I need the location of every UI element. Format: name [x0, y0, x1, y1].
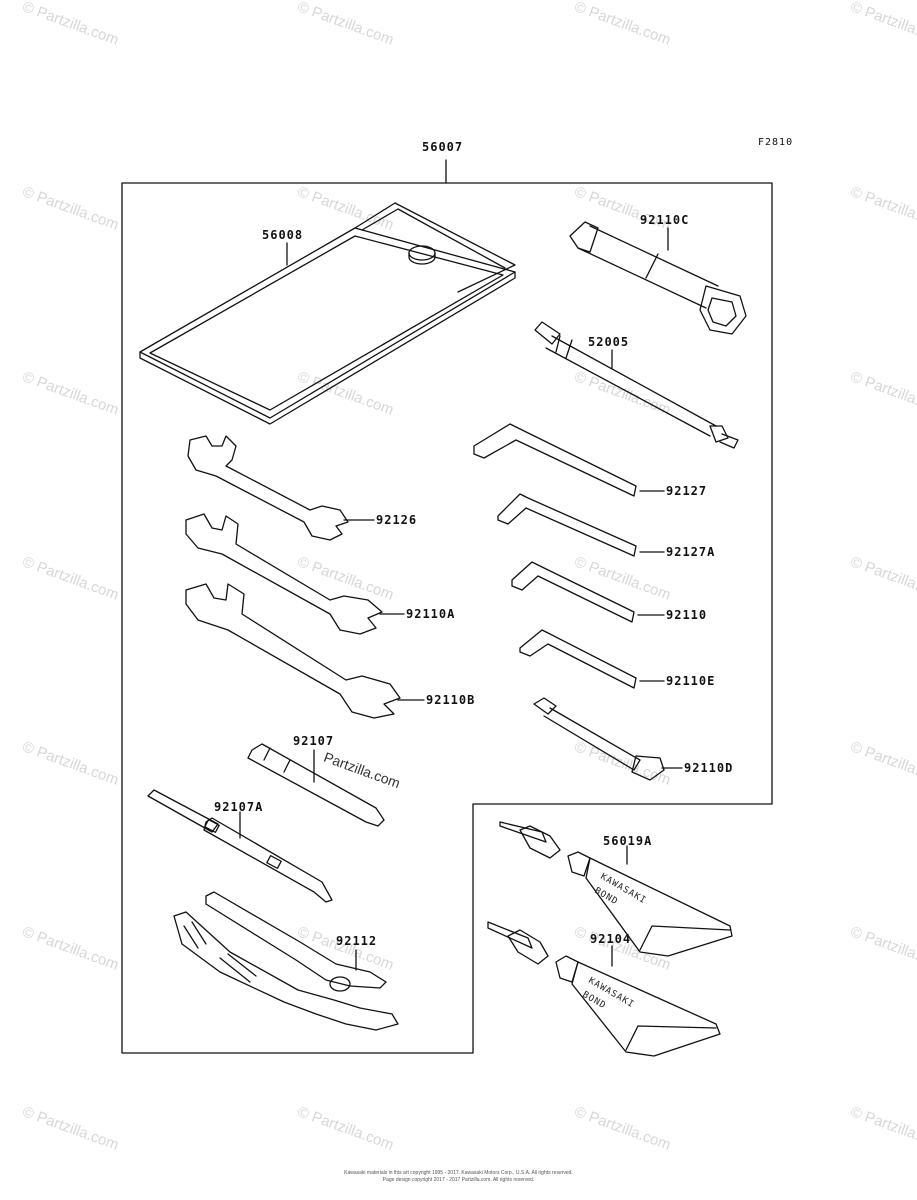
- copyright-line-2: Page design copyright 2017 - 2017 Partzi…: [382, 1177, 535, 1183]
- wrench-92126-drawing: [187, 435, 349, 541]
- spark-rod-drawing: [533, 697, 665, 781]
- box-wrench-drawing: [569, 221, 747, 335]
- part-label-92112[interactable]: 92112: [336, 934, 378, 948]
- part-label-92107[interactable]: 92107: [293, 734, 335, 748]
- part-label-92110E[interactable]: 92110E: [666, 674, 716, 688]
- part-label-92110B[interactable]: 92110B: [426, 693, 476, 707]
- part-label-92104[interactable]: 92104: [590, 932, 632, 946]
- part-label-92107A[interactable]: 92107A: [214, 800, 264, 814]
- hex-key-92110-drawing: [511, 561, 635, 623]
- copyright-line-1: Kawasaki materials in this art copyright…: [344, 1170, 573, 1176]
- screwdriver-handle-drawing: [534, 321, 739, 449]
- part-label-92110C[interactable]: 92110C: [640, 213, 690, 227]
- part-label-92110[interactable]: 92110: [666, 608, 708, 622]
- part-label-92110D[interactable]: 92110D: [684, 761, 734, 775]
- pliers-drawing: [173, 891, 399, 1031]
- hex-key-92127A-drawing: [497, 493, 637, 557]
- assembly-frame: [121, 182, 773, 1054]
- part-label-52005[interactable]: 52005: [588, 335, 630, 349]
- part-label-92126[interactable]: 92126: [376, 513, 418, 527]
- part-label-92127[interactable]: 92127: [666, 484, 708, 498]
- assembly-label: 56007: [422, 140, 464, 154]
- part-label-92127A[interactable]: 92127A: [666, 545, 716, 559]
- hex-key-92127-drawing: [473, 423, 637, 497]
- screwdriver-bit-drawing: [247, 743, 385, 827]
- wrench-92110B-drawing: [185, 583, 401, 719]
- screwdriver-shaft-drawing: [147, 789, 333, 903]
- part-label-92110A[interactable]: 92110A: [406, 607, 456, 621]
- wrench-92110A-drawing: [185, 513, 383, 635]
- part-label-56008[interactable]: 56008: [262, 228, 304, 242]
- hex-key-92110E-drawing: [519, 629, 637, 689]
- part-label-56019A[interactable]: 56019A: [603, 834, 653, 848]
- tool-bag-drawing: [139, 202, 516, 425]
- figure-number: F2810: [758, 137, 794, 148]
